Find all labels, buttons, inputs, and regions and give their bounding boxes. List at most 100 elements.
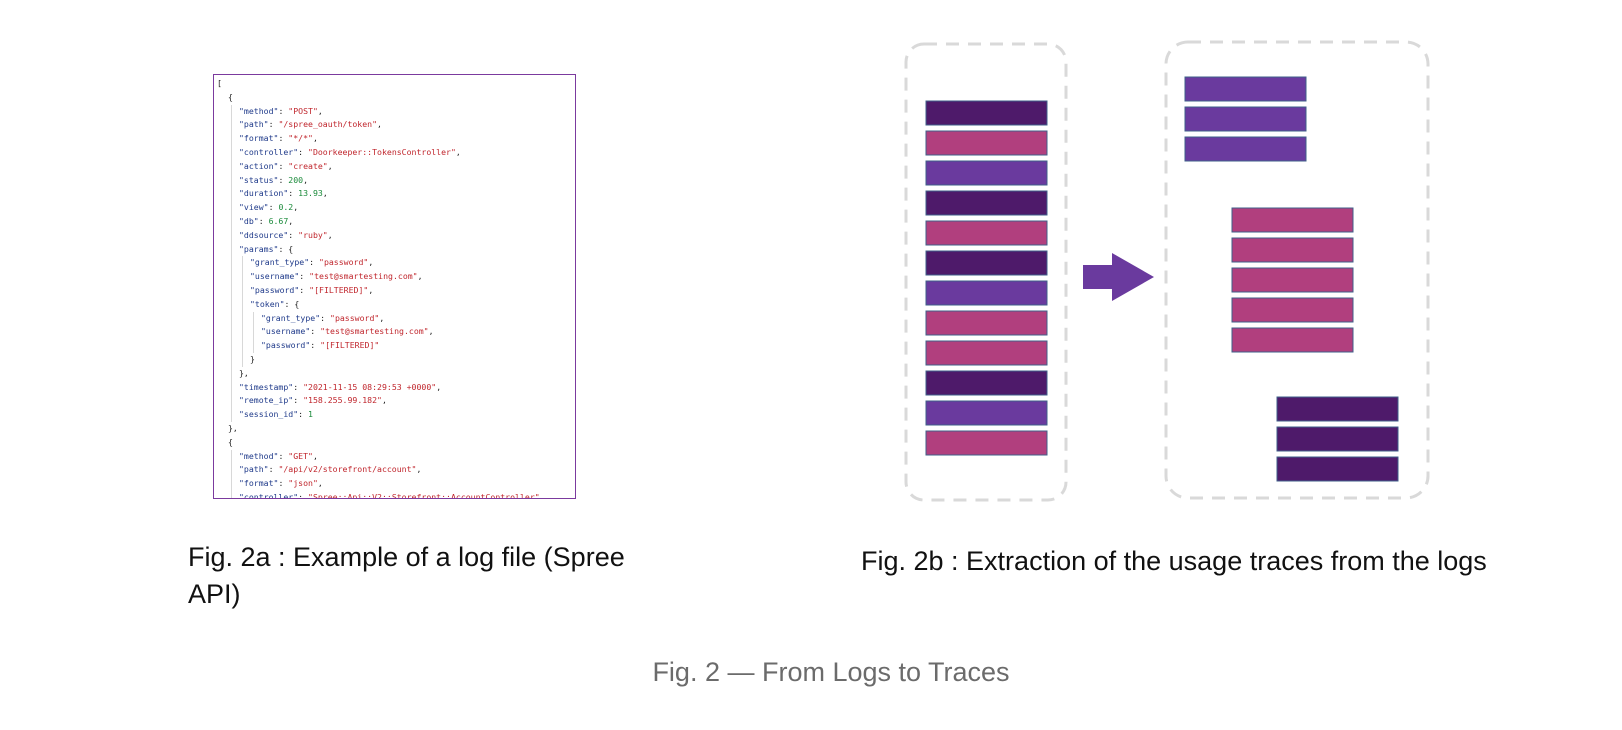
indent-guide [231,352,232,367]
indent-guide [231,477,232,491]
log-token: : [299,284,310,295]
log-token: , [416,464,422,475]
log-line: { [214,436,575,450]
log-token: "POST" [288,105,318,116]
log-token: "status" [239,174,279,185]
indent-guide [231,380,232,395]
log-entry-bar [925,310,1048,336]
indent-guide [231,159,232,174]
log-token: "Doorkeeper::TokensController" [308,146,456,157]
log-token: "session_id" [239,409,299,420]
indent-guide [242,311,243,326]
log-token: "Spree::Api::V2::Storefront::AccountCont… [308,491,540,499]
log-token: "/api/v2/storefront/account" [278,464,417,475]
log-token: : [298,491,309,499]
log-token: : [299,271,310,282]
log-token: "/spree_oauth/token" [278,119,378,130]
log-entry-bar [925,100,1048,126]
log-token: "test@smartesting.com" [309,271,418,282]
log-line: "duration": 13.93, [214,187,575,202]
log-line: "method": "GET", [214,449,575,464]
indent-guide [231,366,232,381]
log-token: "password" [261,340,311,351]
log-token: "remote_ip" [239,395,294,406]
log-token: "username" [250,271,300,282]
log-token: "method" [239,450,279,461]
indent-guide [231,297,232,312]
log-entry-bar [925,430,1048,456]
log-line: "password": "[FILTERED]" [214,339,575,353]
log-entry-bar [925,130,1048,156]
log-token: : [278,478,289,489]
log-token: , [436,381,442,392]
indent-guide [231,408,232,422]
log-token: "password" [330,312,380,323]
log-token: "username" [261,326,311,337]
indent-guide [231,339,232,353]
log-token: : [320,312,331,323]
log-line: "path": "/spree_oauth/token", [214,118,575,133]
log-token: : [278,450,289,461]
log-token: "GET" [288,450,313,461]
log-token: "method" [239,105,279,116]
log-token: "*/*" [288,133,313,144]
fig-2b-caption: Fig. 2b : Extraction of the usage traces… [861,546,1487,576]
trace-bar [1184,106,1307,132]
trace-bar [1184,136,1307,162]
trace-bar [1276,426,1399,452]
trace-bar [1231,267,1354,293]
log-token: , [322,188,328,199]
log-token: : { [284,298,300,309]
log-token: , [293,202,299,213]
log-entry-bar [925,340,1048,366]
log-line: "session_id": 1 [214,408,575,422]
log-token: "[FILTERED]" [309,284,369,295]
log-line: "username": "test@smartesting.com", [214,270,575,284]
log-token: , [312,133,318,144]
log-token: : [293,395,304,406]
indent-guide [231,256,232,271]
log-token: , [379,312,385,323]
trace-group [1231,207,1354,353]
log-line: "remote_ip": "158.255.99.182", [214,394,575,409]
log-token: , [455,146,461,157]
log-box [904,42,1068,502]
log-token: : [293,381,304,392]
log-file-panel: [{"method": "POST","path": "/spree_oauth… [213,74,576,499]
log-entry-bar [925,220,1048,246]
log-line: } [214,352,575,367]
trace-bar [1231,327,1354,353]
log-line: "ddsource": "ruby", [214,228,575,243]
log-token: }, [228,422,238,433]
indent-guide [231,463,232,478]
trace-bar [1231,237,1354,263]
log-line: "status": 200, [214,173,575,188]
log-line: "db": 6.67, [214,214,575,229]
log-line: "method": "POST", [214,104,575,119]
log-token: : [268,119,279,130]
indent-guide [231,104,232,119]
trace-bar [1231,207,1354,233]
log-token: "2021-11-15 08:29:53 +0000" [303,381,437,392]
log-token: "password" [250,284,300,295]
indent-guide [253,339,254,353]
indent-guide [242,339,243,353]
traces-diagram [904,40,1430,502]
trace-bar [1231,297,1354,323]
log-token: "token" [250,298,285,309]
log-token: "controller" [239,491,299,499]
log-token: "controller" [239,146,299,157]
log-token: : { [278,243,294,254]
figure-caption: Fig. 2 — From Logs to Traces [652,657,1010,687]
log-line: "token": { [214,297,575,312]
log-token: : [278,160,289,171]
indent-guide [242,270,243,284]
log-token: "db" [239,215,259,226]
log-token: : [278,133,289,144]
log-token: } [250,353,255,364]
log-token: "grant_type" [250,257,310,268]
log-token: "action" [239,160,279,171]
log-token: , [368,257,374,268]
log-line: [ [214,77,575,91]
indent-guide [231,132,232,146]
